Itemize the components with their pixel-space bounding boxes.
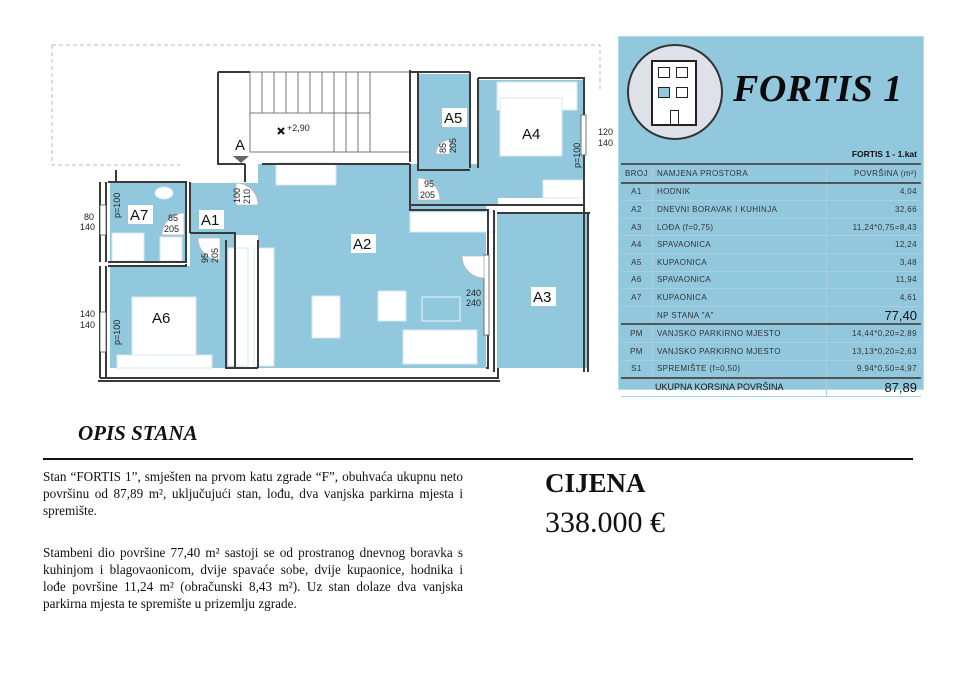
- svg-text:95: 95: [424, 179, 434, 189]
- svg-text:240: 240: [466, 288, 481, 298]
- svg-text:p=100: p=100: [112, 193, 122, 218]
- room-label-a7: A7: [130, 207, 148, 224]
- section-marker-label: A: [235, 137, 245, 154]
- walls: [98, 70, 590, 382]
- svg-text:140: 140: [80, 320, 95, 330]
- svg-text:95: 95: [200, 253, 210, 263]
- svg-text:210: 210: [242, 189, 252, 204]
- stairs: [249, 71, 411, 153]
- building-icon: [651, 60, 697, 126]
- svg-text:p=100: p=100: [572, 143, 582, 168]
- table-subtotal-row: NP STANA "A"77,40: [621, 306, 921, 326]
- room-label-a4: A4: [522, 126, 540, 143]
- svg-text:100: 100: [232, 188, 242, 203]
- room-label-a1: A1: [201, 212, 219, 229]
- room-labels: A7 A1 A2 A3 A4 A5 A6: [128, 108, 556, 327]
- windows: [99, 114, 587, 353]
- area-table: FORTIS 1 - 1.kat BROJ NAMJENA PROSTORA P…: [621, 144, 921, 397]
- svg-text:120: 120: [598, 127, 613, 137]
- room-label-a2: A2: [353, 236, 371, 253]
- svg-text:205: 205: [164, 224, 179, 234]
- svg-text:240: 240: [466, 298, 481, 308]
- room-label-a5: A5: [444, 110, 462, 127]
- svg-text:205: 205: [210, 248, 220, 263]
- section-divider: [43, 458, 913, 460]
- room-label-a3: A3: [533, 289, 551, 306]
- svg-text:205: 205: [420, 190, 435, 200]
- area-info-panel: FORTIS 1 FORTIS 1 - 1.kat BROJ NAMJENA P…: [618, 36, 924, 397]
- door-swings: [161, 139, 485, 279]
- project-title: FORTIS 1: [733, 68, 903, 110]
- level-mark: +2,90: [287, 123, 310, 133]
- section-arrow-icon: [233, 156, 249, 163]
- svg-text:p=100: p=100: [112, 320, 122, 345]
- svg-text:140: 140: [598, 138, 613, 148]
- description-paragraph-1: Stan “FORTIS 1”, smješten na prvom katu …: [43, 469, 463, 518]
- description-paragraph-2: Stambeni dio površine 77,40 m² sastoji s…: [43, 545, 463, 611]
- dimension-labels: 80 140 140 140 120 140 85 205 95 205 240…: [80, 127, 613, 345]
- terrace-outline: [51, 44, 601, 166]
- building-logo: [627, 44, 723, 140]
- room-label-a6: A6: [152, 310, 170, 327]
- floor-plan: A7 A1 A2 A3 A4 A5 A6 A +2,90 80 140 140 …: [51, 44, 613, 382]
- price-label: CIJENA: [545, 468, 646, 498]
- svg-text:80: 80: [84, 212, 94, 222]
- svg-text:85: 85: [168, 213, 178, 223]
- svg-text:140: 140: [80, 222, 95, 232]
- level-mark-icon: [277, 127, 285, 135]
- svg-text:140: 140: [80, 309, 95, 319]
- svg-text:85: 85: [438, 143, 448, 153]
- table-header: BROJ NAMJENA PROSTORA POVRŠINA (m²): [621, 164, 921, 184]
- price-value: 338.000 €: [545, 506, 665, 539]
- svg-text:205: 205: [448, 138, 458, 153]
- table-caption: FORTIS 1 - 1.kat: [621, 144, 921, 165]
- description-title: OPIS STANA: [78, 421, 198, 445]
